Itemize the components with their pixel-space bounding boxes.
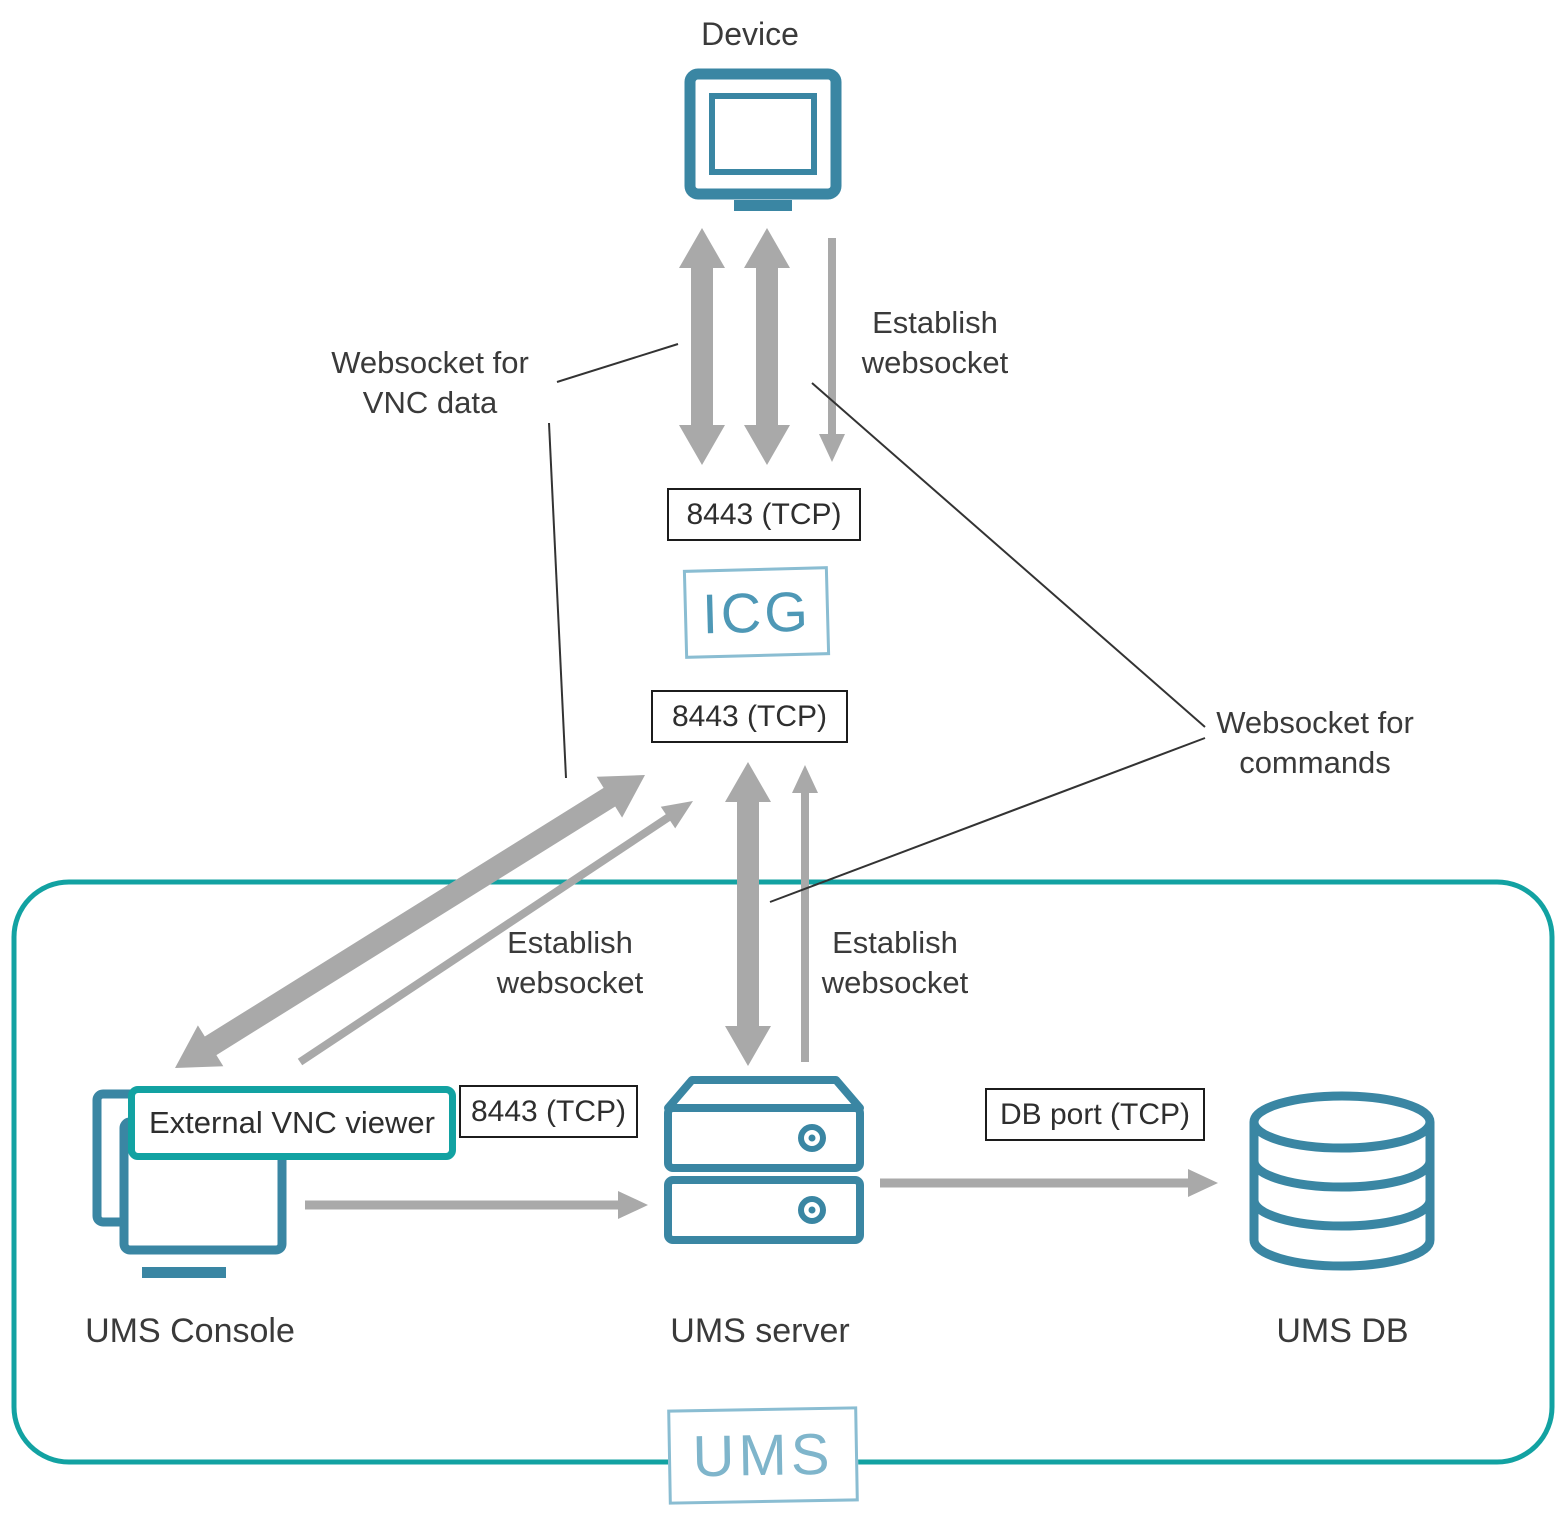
port-box-device-icg: 8443 (TCP)	[667, 488, 861, 541]
establish-websocket-arrow-console	[297, 801, 693, 1066]
ums-console-label: UMS Console	[85, 1312, 295, 1350]
device-label: Device	[701, 16, 799, 52]
vnc-data-arrow-icg-server	[725, 762, 771, 1066]
vnc-data-arrow-icg-console	[175, 775, 645, 1068]
arrow-server-to-db	[880, 1169, 1218, 1197]
port-box-icg-ums: 8443 (TCP)	[651, 690, 848, 743]
port-box-server-db: DB port (TCP)	[985, 1088, 1205, 1141]
icg-logo: ICG	[682, 566, 831, 659]
leader-line-vnc-data-upper	[556, 343, 679, 383]
leader-line-commands-lower	[769, 737, 1206, 903]
establish-websocket-arrow-device	[819, 238, 845, 462]
ums-db-icon	[1249, 1091, 1435, 1271]
establish-websocket-arrow-server	[792, 765, 818, 1062]
ums-logo: UMS	[667, 1406, 859, 1505]
arrow-console-to-server	[305, 1191, 648, 1219]
annotation-websocket-vnc-data: Websocket for VNC data	[331, 345, 529, 420]
leader-line-commands-upper	[811, 382, 1206, 728]
port-box-console-server: 8443 (TCP)	[459, 1085, 638, 1138]
vnc-data-arrow-device-right	[744, 228, 790, 465]
ums-server-icon	[664, 1076, 864, 1244]
leader-line-vnc-data-lower	[548, 422, 567, 779]
annotation-establish-websocket-console: Establish websocket	[496, 925, 644, 1000]
external-vnc-viewer-box: External VNC viewer	[128, 1086, 456, 1160]
annotation-websocket-commands: Websocket for commands	[1216, 705, 1414, 780]
ums-db-label: UMS DB	[1276, 1312, 1409, 1350]
annotation-establish-websocket-device: Establish websocket	[861, 305, 1009, 380]
ums-server-label: UMS server	[670, 1312, 850, 1350]
vnc-data-arrow-device-left	[679, 228, 725, 465]
annotation-establish-websocket-server: Establish websocket	[821, 925, 969, 1000]
device-monitor-icon	[684, 68, 842, 211]
